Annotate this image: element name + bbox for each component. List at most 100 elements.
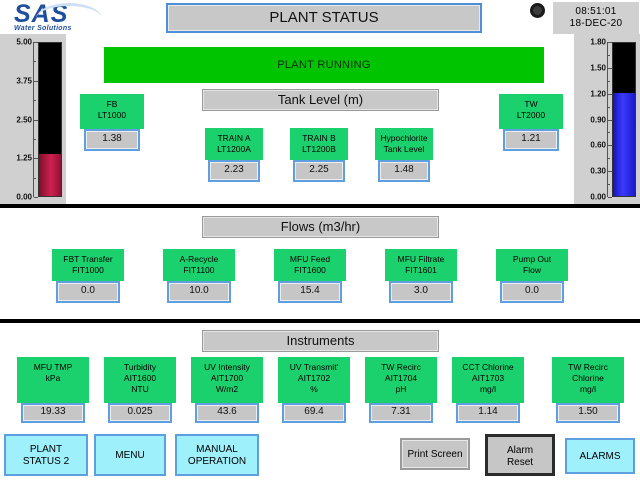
print-screen-button[interactable]: Print Screen [400,438,470,470]
tag-flow-4-value-box[interactable]: 3.0 [389,281,453,303]
clock-date: 18-DEC-20 [569,18,623,29]
status-led-icon [530,3,545,18]
tag-instr-4[interactable]: UV Transmit'AIT1702%69.4 [278,357,350,423]
tag-tank-3-value-box[interactable]: 1.48 [378,160,430,182]
gauge-tick-label: 0.60 [590,140,606,150]
tag-tw-lt2000-value-box[interactable]: 1.21 [503,129,559,151]
gauge-tick-label: 0.00 [16,192,32,202]
tag-tank-3-value: 1.48 [394,164,414,175]
tw-gauge-tube [612,42,636,197]
menu-button-label: MENU [115,450,145,461]
tag-tw-lt2000-value: 1.21 [521,133,541,144]
alarms-button[interactable]: ALARMS [565,438,635,474]
tag-flow-2-value-box[interactable]: 10.0 [167,281,231,303]
tag-instr-3-value: 43.6 [217,406,237,417]
tag-flow-1-value: 0.0 [81,285,95,296]
clock-display: 08:51:01 18-DEC-20 [553,2,639,34]
tw-gauge-scale: 1.80 1.50 1.20 0.90 0.60 0.30 0.00 [576,38,606,202]
tag-instr-1-value-box[interactable]: 19.33 [21,403,85,423]
tag-instr-7-value: 1.50 [578,406,598,417]
tag-instr-6-value: 1.14 [478,406,498,417]
plant-running-label: PLANT RUNNING [277,59,371,71]
gauge-tick-label: 1.50 [590,63,606,73]
gauge-tick-label: 0.00 [590,192,606,202]
gauge-tick-label: 3.75 [16,76,32,86]
gauge-tick-label: 0.30 [590,166,606,176]
tag-tank-2-value-box[interactable]: 2.25 [293,160,345,182]
manual-operation-button-label: MANUAL [196,444,238,455]
tag-flow-3-value: 15.4 [300,285,320,296]
print-screen-button-label: Print Screen [407,449,463,460]
tag-flow-3-value-box[interactable]: 15.4 [278,281,342,303]
section-divider-1 [0,204,640,208]
tag-tank-1-value: 2.23 [224,164,244,175]
page-title: PLANT STATUS [166,3,482,33]
menu-button[interactable]: MENU [94,434,166,476]
tag-tank-2-value: 2.25 [309,164,329,175]
tw-level-gauge: 1.80 1.50 1.20 0.90 0.60 0.30 0.00 [574,34,640,205]
instruments-heading-label: Instruments [286,333,355,348]
gauge-tick-label: 0.90 [590,115,606,124]
tag-instr-6-value-box[interactable]: 1.14 [456,403,520,423]
alarms-button-label: ALARMS [579,451,621,462]
tag-tank-1-value-box[interactable]: 2.23 [208,160,260,182]
tag-fb-lt1000-value-box[interactable]: 1.38 [84,129,140,151]
gauge-tick-label: 1.20 [590,89,606,99]
tag-instr-3-value-box[interactable]: 43.6 [195,403,259,423]
tag-instr-7-value-box[interactable]: 1.50 [556,403,620,423]
alarm-reset-button-label: Reset [506,457,534,468]
tag-instr-4-value-box[interactable]: 69.4 [282,403,346,423]
tag-flow-5-value: 0.0 [525,285,539,296]
plant-running-banner: PLANT RUNNING [104,47,544,83]
gauge-tick-label: 1.80 [590,37,606,47]
sas-logo: SAS Water Solutions [14,2,114,36]
tag-instr-2-value-box[interactable]: 0.025 [108,403,172,423]
tag-flow-2-value: 10.0 [189,285,209,296]
tag-flow-5-value-box[interactable]: 0.0 [500,281,564,303]
tag-instr-5-value: 7.31 [391,406,411,417]
tag-instr-2-value: 0.025 [127,406,153,417]
tag-flow-4-value: 3.0 [414,285,428,296]
flows-heading-label: Flows (m3/hr) [280,219,361,234]
tank-level-heading: Tank Level (m) [202,89,439,111]
page-title-label: PLANT STATUS [269,9,379,26]
tag-instr-5-value-box[interactable]: 7.31 [369,403,433,423]
manual-operation-button-label: OPERATION [187,456,247,467]
tag-flow-1-value-box[interactable]: 0.0 [56,281,120,303]
